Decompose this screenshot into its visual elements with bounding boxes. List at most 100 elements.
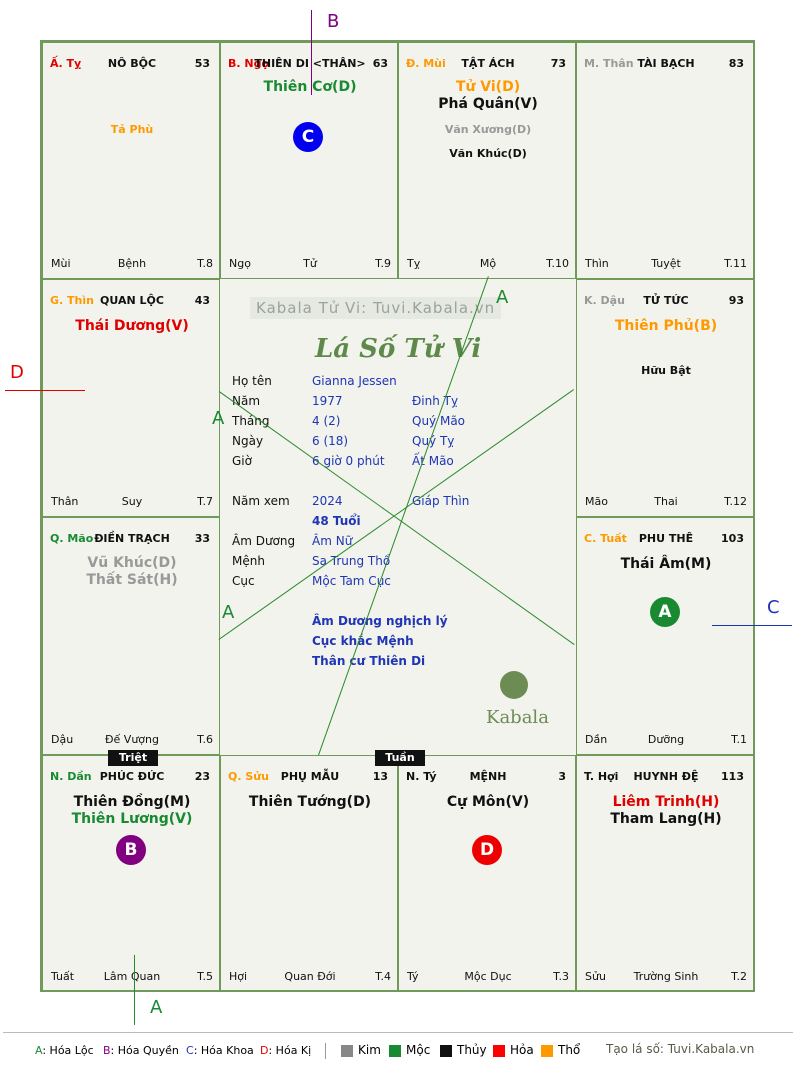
info-value: Sa Trung Thổ [312,554,391,568]
palace-name: PHU THÊ [638,532,694,545]
info-value-2: Đinh Tỵ [412,394,459,408]
badge-d: D [472,835,502,865]
palace-age: 73 [550,57,566,70]
palace-age: 63 [372,57,388,70]
star: Thiên Cơ(D) [263,79,357,95]
tho-label: Thổ [558,1043,581,1057]
legend-loc: A: Hóa Lộc [35,1044,94,1057]
info-label: Họ tên [232,374,272,388]
arrow-d-label: D [10,362,24,383]
palace-name: PHỤ MẪU [280,770,340,783]
arrow-a-top-label: A [496,287,509,308]
palace-stem: M. Thân [584,57,634,70]
star: Vũ Khúc(D) [87,555,177,571]
info-value-2: Ất Mão [412,454,454,468]
moc-label: Mộc [406,1043,431,1057]
palace-name: HUYNH ĐỆ [633,770,699,783]
note: Thân cư Thiên Di [312,654,426,668]
palace-month: T.4 [375,970,391,983]
age-value: 48 Tuổi [312,514,361,528]
info-value-2: Quý Mão [412,414,466,428]
palace-name: TẬT ÁCH [461,57,515,70]
palace-branch: Thân [51,495,79,508]
info-value-2: Quý Tỵ [412,434,455,448]
info-value: Âm Nữ [312,534,353,548]
palace-month: T.3 [553,970,569,983]
star: Tả Phù [110,123,154,136]
palace-stage: Dưỡng [647,733,685,746]
legend-ki: D: Hóa Kị [260,1044,312,1057]
palace-stem: G. Thìn [50,294,94,307]
legend-quyen: B: Hóa Quyền [103,1044,179,1057]
info-label: Tháng [232,414,270,428]
palace-stem: K. Dậu [584,294,625,307]
star: Thiên Phủ(B) [614,318,718,334]
star: Thái Âm(M) [620,556,712,572]
palace-branch: Tỵ [407,257,421,270]
info-label: Giờ [232,454,252,468]
palace-stage: Lâm Quan [103,970,161,983]
palace-month: T.5 [197,970,213,983]
palace-branch: Dần [585,733,608,746]
namxem-value-2: Giáp Thìn [412,494,470,508]
palace-stage: Mộc Dục [464,970,512,983]
palace-name: MỆNH [469,770,507,783]
star: Thất Sát(H) [86,572,178,588]
palace-name: TỬ TỨC [643,294,689,307]
palace-month: T.12 [724,495,747,508]
star: Thiên Tướng(D) [248,794,372,810]
palace-branch: Dậu [51,733,74,746]
thuy-swatch [440,1045,452,1057]
arrow-b-line [311,10,312,95]
palace-age: 13 [372,770,388,783]
info-value: 6 (18) [312,434,349,448]
arrow-a-bottom-line [134,955,135,1025]
info-value: 6 giờ 0 phút [312,454,385,468]
palace-stem: Q. Mão [50,532,94,545]
arrow-a-left-lower-label: A [222,602,235,623]
palace-branch: Tuất [51,970,75,983]
palace-age: 83 [728,57,744,70]
palace-month: T.9 [375,257,391,270]
palace-month: T.10 [546,257,569,270]
legend-divider [3,1032,793,1033]
kim-label: Kim [358,1043,381,1057]
note: Âm Dương nghịch lý [312,614,448,628]
palace-stage: Mộ [479,257,497,270]
legend-khoa: C: Hóa Khoa [186,1044,254,1057]
palace-stage: Bệnh [117,257,147,270]
palace-stage: Tuyệt [651,257,681,270]
palace-age: 43 [194,294,210,307]
info-label: Ngày [232,434,264,448]
palace-age: 33 [194,532,210,545]
arrow-a-bottom-label: A [150,997,163,1018]
note: Cục khắc Mệnh [312,634,414,648]
arrow-a-left-upper-label: A [212,408,225,429]
palace-branch: Hợi [229,970,248,983]
palace-month: T.8 [197,257,213,270]
palace-age: 23 [194,770,210,783]
palace-age: 3 [558,770,566,783]
star: Phá Quân(V) [438,96,538,112]
badge-a: A [650,597,680,627]
palace-branch: Mão [585,495,608,508]
palace-age: 113 [721,770,744,783]
kim-swatch [341,1045,353,1057]
site-credit[interactable]: Tạo lá số: Tuvi.Kabala.vn [606,1042,755,1056]
palace-name: THIÊN DI <THÂN> [254,57,366,70]
arrow-b-label: B [327,11,340,32]
palace-name: PHÚC ĐỨC [99,770,165,783]
